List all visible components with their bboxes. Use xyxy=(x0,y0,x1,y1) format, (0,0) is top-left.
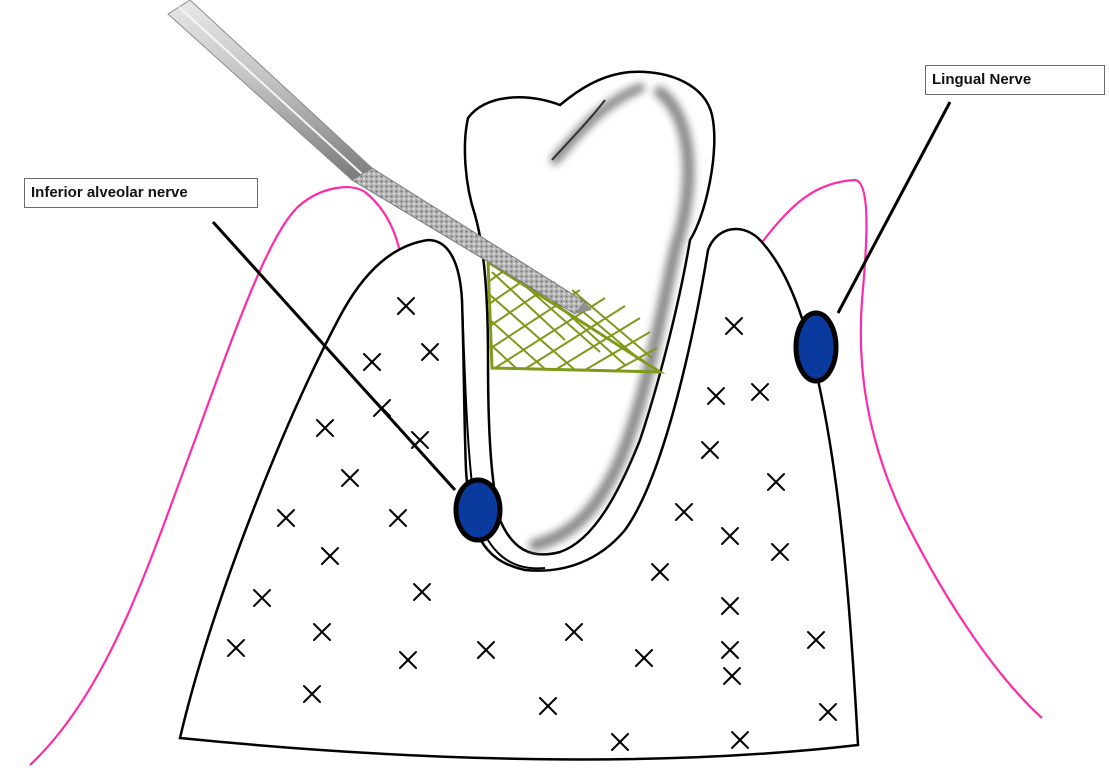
label-lingual-nerve: Lingual Nerve xyxy=(925,65,1105,95)
lingual-nerve xyxy=(796,313,836,381)
inferior-alveolar-nerve xyxy=(456,480,500,540)
label-inferior-alveolar-nerve: Inferior alveolar nerve xyxy=(24,178,258,208)
leader-line-lingual xyxy=(838,102,950,313)
